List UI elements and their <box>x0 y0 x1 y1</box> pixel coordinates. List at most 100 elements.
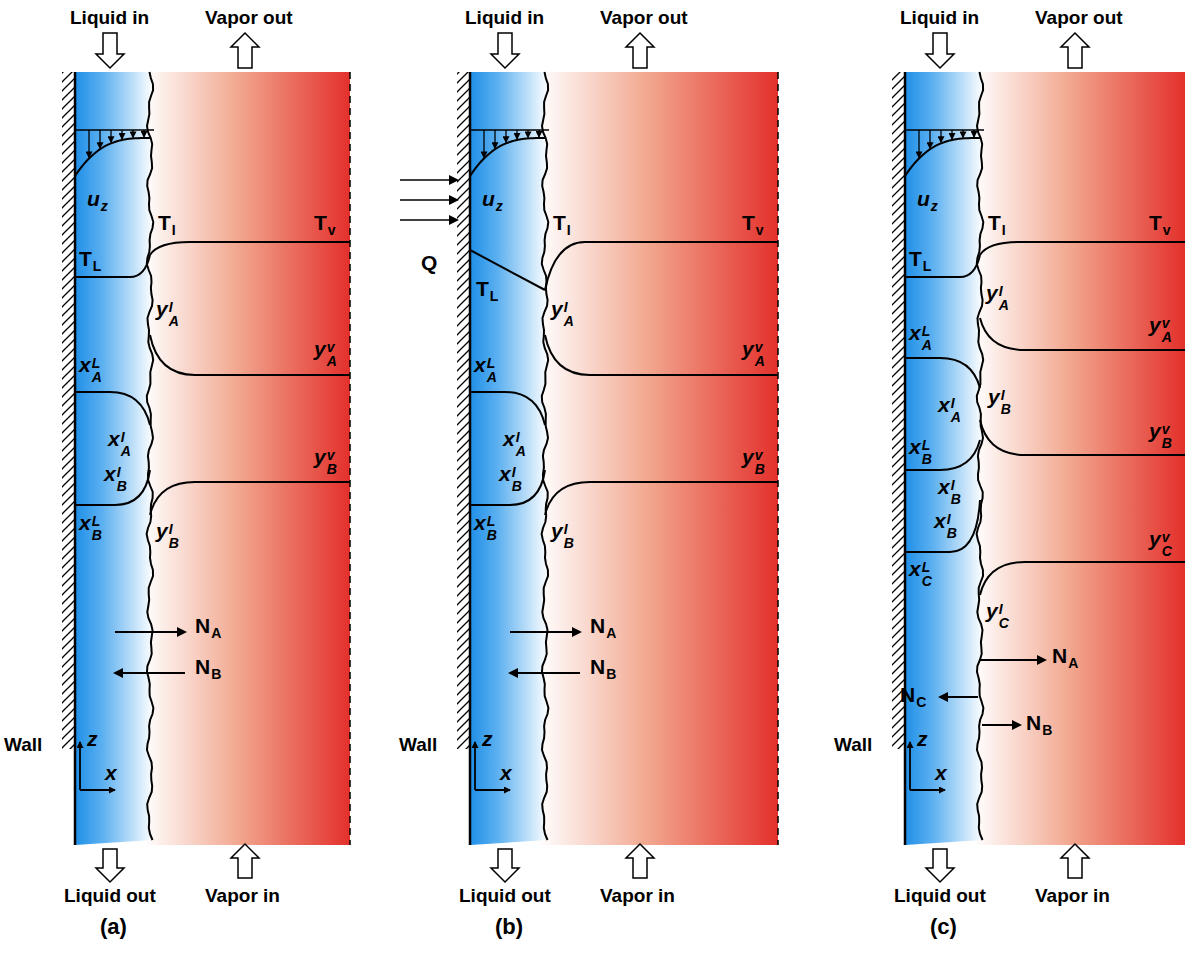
superscript: v <box>1162 316 1172 330</box>
axis-x <box>475 789 510 791</box>
superscript: I <box>516 430 526 444</box>
superscript: v <box>755 448 765 462</box>
symbol: xLC <box>909 558 932 588</box>
superscript: L <box>92 514 102 528</box>
subscript: B <box>606 666 616 682</box>
velocity-arrow <box>143 130 144 137</box>
subscript: B <box>117 479 127 493</box>
symbol-base: y <box>156 519 168 542</box>
composition-profile <box>905 358 980 388</box>
symbol-base: x <box>935 761 947 784</box>
superscript: I <box>512 465 522 479</box>
interface <box>542 72 549 840</box>
velocity-arrow <box>918 130 919 157</box>
velocity-baseline <box>905 129 984 131</box>
velocity-profile <box>470 138 545 176</box>
index-stack: vC <box>1162 530 1172 558</box>
symbol: yvA <box>314 338 337 368</box>
superscript: I <box>169 300 179 314</box>
index-stack: LA <box>92 356 102 384</box>
label: Liquid out <box>64 886 156 905</box>
velocity-arrow <box>483 130 484 157</box>
symbol-base: y <box>551 297 563 320</box>
subscript: A <box>1068 655 1078 671</box>
superscript: L <box>487 514 497 528</box>
symbol: yIB <box>988 386 1011 416</box>
symbol: yvA <box>1149 314 1172 344</box>
subscript: B <box>169 536 179 550</box>
symbol: xIB <box>938 476 961 506</box>
subscript: C <box>1162 544 1172 558</box>
superscript: I <box>947 512 957 526</box>
liquid-film <box>470 72 548 845</box>
symbol: yvB <box>314 446 337 476</box>
label: Vapor in <box>205 886 280 905</box>
symbol-base: N <box>590 655 605 678</box>
label: z <box>482 728 493 749</box>
subscript: C <box>922 574 932 588</box>
symbol-base: N <box>900 683 915 706</box>
symbol: yvC <box>1149 528 1172 558</box>
superscript: v <box>327 448 337 462</box>
velocity-profile <box>75 138 150 176</box>
label: Liquid in <box>900 8 979 27</box>
subscript: v <box>756 222 764 238</box>
subscript: B <box>1042 722 1052 738</box>
symbol: yIA <box>551 298 574 328</box>
superscript: L <box>487 356 497 370</box>
symbol-base: T <box>909 247 922 270</box>
index-stack: LC <box>922 560 932 588</box>
symbol-base: u <box>87 187 100 210</box>
symbol: uz <box>482 188 503 209</box>
symbol: xIA <box>938 394 961 424</box>
wall-line <box>74 72 77 845</box>
symbol-base: T <box>1149 211 1162 234</box>
subscript: B <box>1001 402 1011 416</box>
symbol-base: (c) <box>930 914 957 939</box>
symbol: xLA <box>79 354 102 384</box>
symbol-base: (b) <box>495 914 523 939</box>
symbol: TI <box>553 212 571 233</box>
label: Liquid out <box>894 886 986 905</box>
label: Liquid out <box>459 886 551 905</box>
symbol-base: x <box>474 511 486 534</box>
velocity-arrow <box>951 130 952 139</box>
symbol-base: y <box>742 337 754 360</box>
subscript: B <box>564 536 574 550</box>
vapor-region <box>974 72 1185 845</box>
symbol: yIA <box>156 298 179 328</box>
label: Vapor in <box>1035 886 1110 905</box>
symbol-base: Liquid out <box>894 885 986 906</box>
flow-arrow <box>926 33 954 68</box>
subscript: A <box>1162 330 1172 344</box>
wall-hatch <box>62 72 75 749</box>
subscript: B <box>211 666 221 682</box>
heat-arrow <box>400 179 457 181</box>
superscript: L <box>922 560 932 574</box>
symbol: NC <box>900 684 926 705</box>
symbol-base: z <box>87 727 98 750</box>
symbol-base: x <box>934 509 946 532</box>
superscript: I <box>169 522 179 536</box>
symbol-base: T <box>553 211 566 234</box>
symbol: yIB <box>156 520 179 550</box>
symbol: Tv <box>742 212 764 233</box>
label: x <box>935 762 947 783</box>
subscript: C <box>999 616 1009 630</box>
velocity-arrow <box>962 130 963 137</box>
symbol: xIB <box>104 463 127 493</box>
index-stack: IB <box>1001 388 1011 416</box>
index-stack: IA <box>516 430 526 458</box>
composition-profile <box>470 392 545 425</box>
index-stack: LB <box>922 438 932 466</box>
velocity-arrow <box>494 130 495 148</box>
symbol-base: Liquid out <box>459 885 551 906</box>
index-stack: LA <box>922 324 932 352</box>
composition-profile <box>980 420 1185 455</box>
label: (c) <box>930 916 957 938</box>
axis-z <box>474 742 476 790</box>
symbol: yvA <box>742 338 765 368</box>
vapor-region <box>539 72 778 845</box>
